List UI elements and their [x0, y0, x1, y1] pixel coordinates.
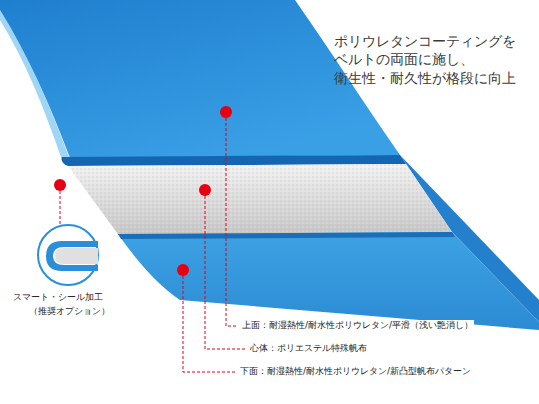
- layer-label: 上面：耐湿熱性/耐水性ポリウレタン/平滑（浅い艶消し）: [241, 320, 474, 332]
- option-label: スマート・シール加工: [12, 292, 104, 304]
- option-note: （推奨オプション）: [28, 306, 111, 318]
- heading-note: ポリウレタンコーティングを ベルトの両面に施し、 衛生性・耐久性が格段に向上: [334, 32, 530, 87]
- layer-label: 心体：ポリエステル特殊帆布: [249, 343, 368, 355]
- layer-label: 下面：耐湿熱性/耐水性ポリウレタン/新凸型帆布パターン: [239, 366, 472, 378]
